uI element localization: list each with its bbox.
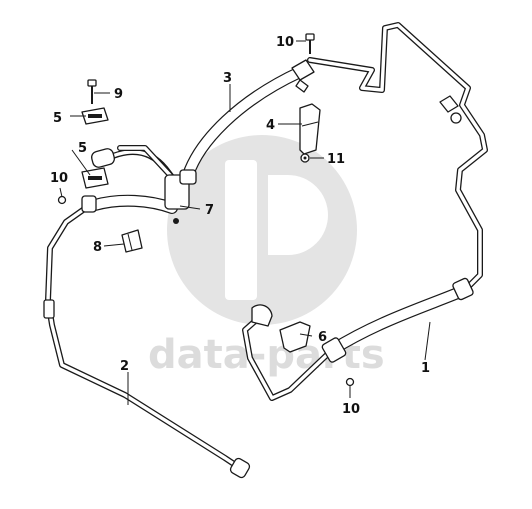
bolt-10-bottom[interactable] [345, 377, 355, 387]
callout-8: 8 [93, 240, 102, 255]
bolt-10-left[interactable] [57, 195, 67, 205]
bracket-4[interactable] [299, 103, 321, 155]
junction-bolt [173, 218, 179, 224]
nut-11[interactable] [300, 153, 310, 163]
callout-7: 7 [205, 203, 214, 218]
bracket-8[interactable] [121, 229, 143, 253]
clamp-5-upper[interactable] [81, 107, 109, 125]
callout-11: 11 [327, 152, 345, 167]
callout-5-lower: 5 [78, 141, 87, 156]
pipe-1-fitting-upper [452, 277, 474, 301]
clamp-5-lower[interactable] [81, 167, 109, 189]
bolt-9[interactable] [87, 79, 97, 104]
callout-6: 6 [318, 330, 327, 345]
pipe-1-end-bracket [251, 304, 273, 327]
pipe-1-connector [439, 95, 459, 113]
pipe-2-clip [43, 299, 55, 319]
callout-2: 2 [120, 359, 129, 374]
hose-junction[interactable] [81, 145, 197, 224]
watermark-mark-left [225, 160, 257, 300]
pipe-1[interactable] [242, 22, 488, 401]
hose-junction-left-fitting [81, 195, 97, 213]
hose-3-fitting [291, 59, 315, 81]
callout-9: 9 [114, 87, 123, 102]
pipe-2[interactable] [43, 202, 251, 479]
hose-junction-end [91, 148, 115, 168]
bracket-6[interactable] [279, 321, 311, 353]
bolt-10-top[interactable] [305, 33, 315, 54]
hose-3-clamp [295, 79, 309, 93]
watermark-mark-right [268, 175, 328, 255]
hose-3[interactable] [182, 59, 315, 181]
leader-lines [59, 40, 431, 405]
pipe-1-connector-ring [450, 112, 462, 124]
callout-10-left: 10 [50, 171, 68, 186]
callout-5-upper: 5 [53, 111, 62, 126]
callout-4: 4 [266, 118, 275, 133]
callout-10-top: 10 [276, 35, 294, 50]
junction-nut [179, 169, 197, 185]
callout-3: 3 [223, 71, 232, 86]
callout-1: 1 [421, 361, 430, 376]
pipe-1-fitting-lower [321, 337, 347, 363]
callout-10-bottom: 10 [342, 402, 360, 417]
pipe-2-end-fitting [229, 457, 251, 479]
watermark: data-parts [148, 135, 385, 378]
